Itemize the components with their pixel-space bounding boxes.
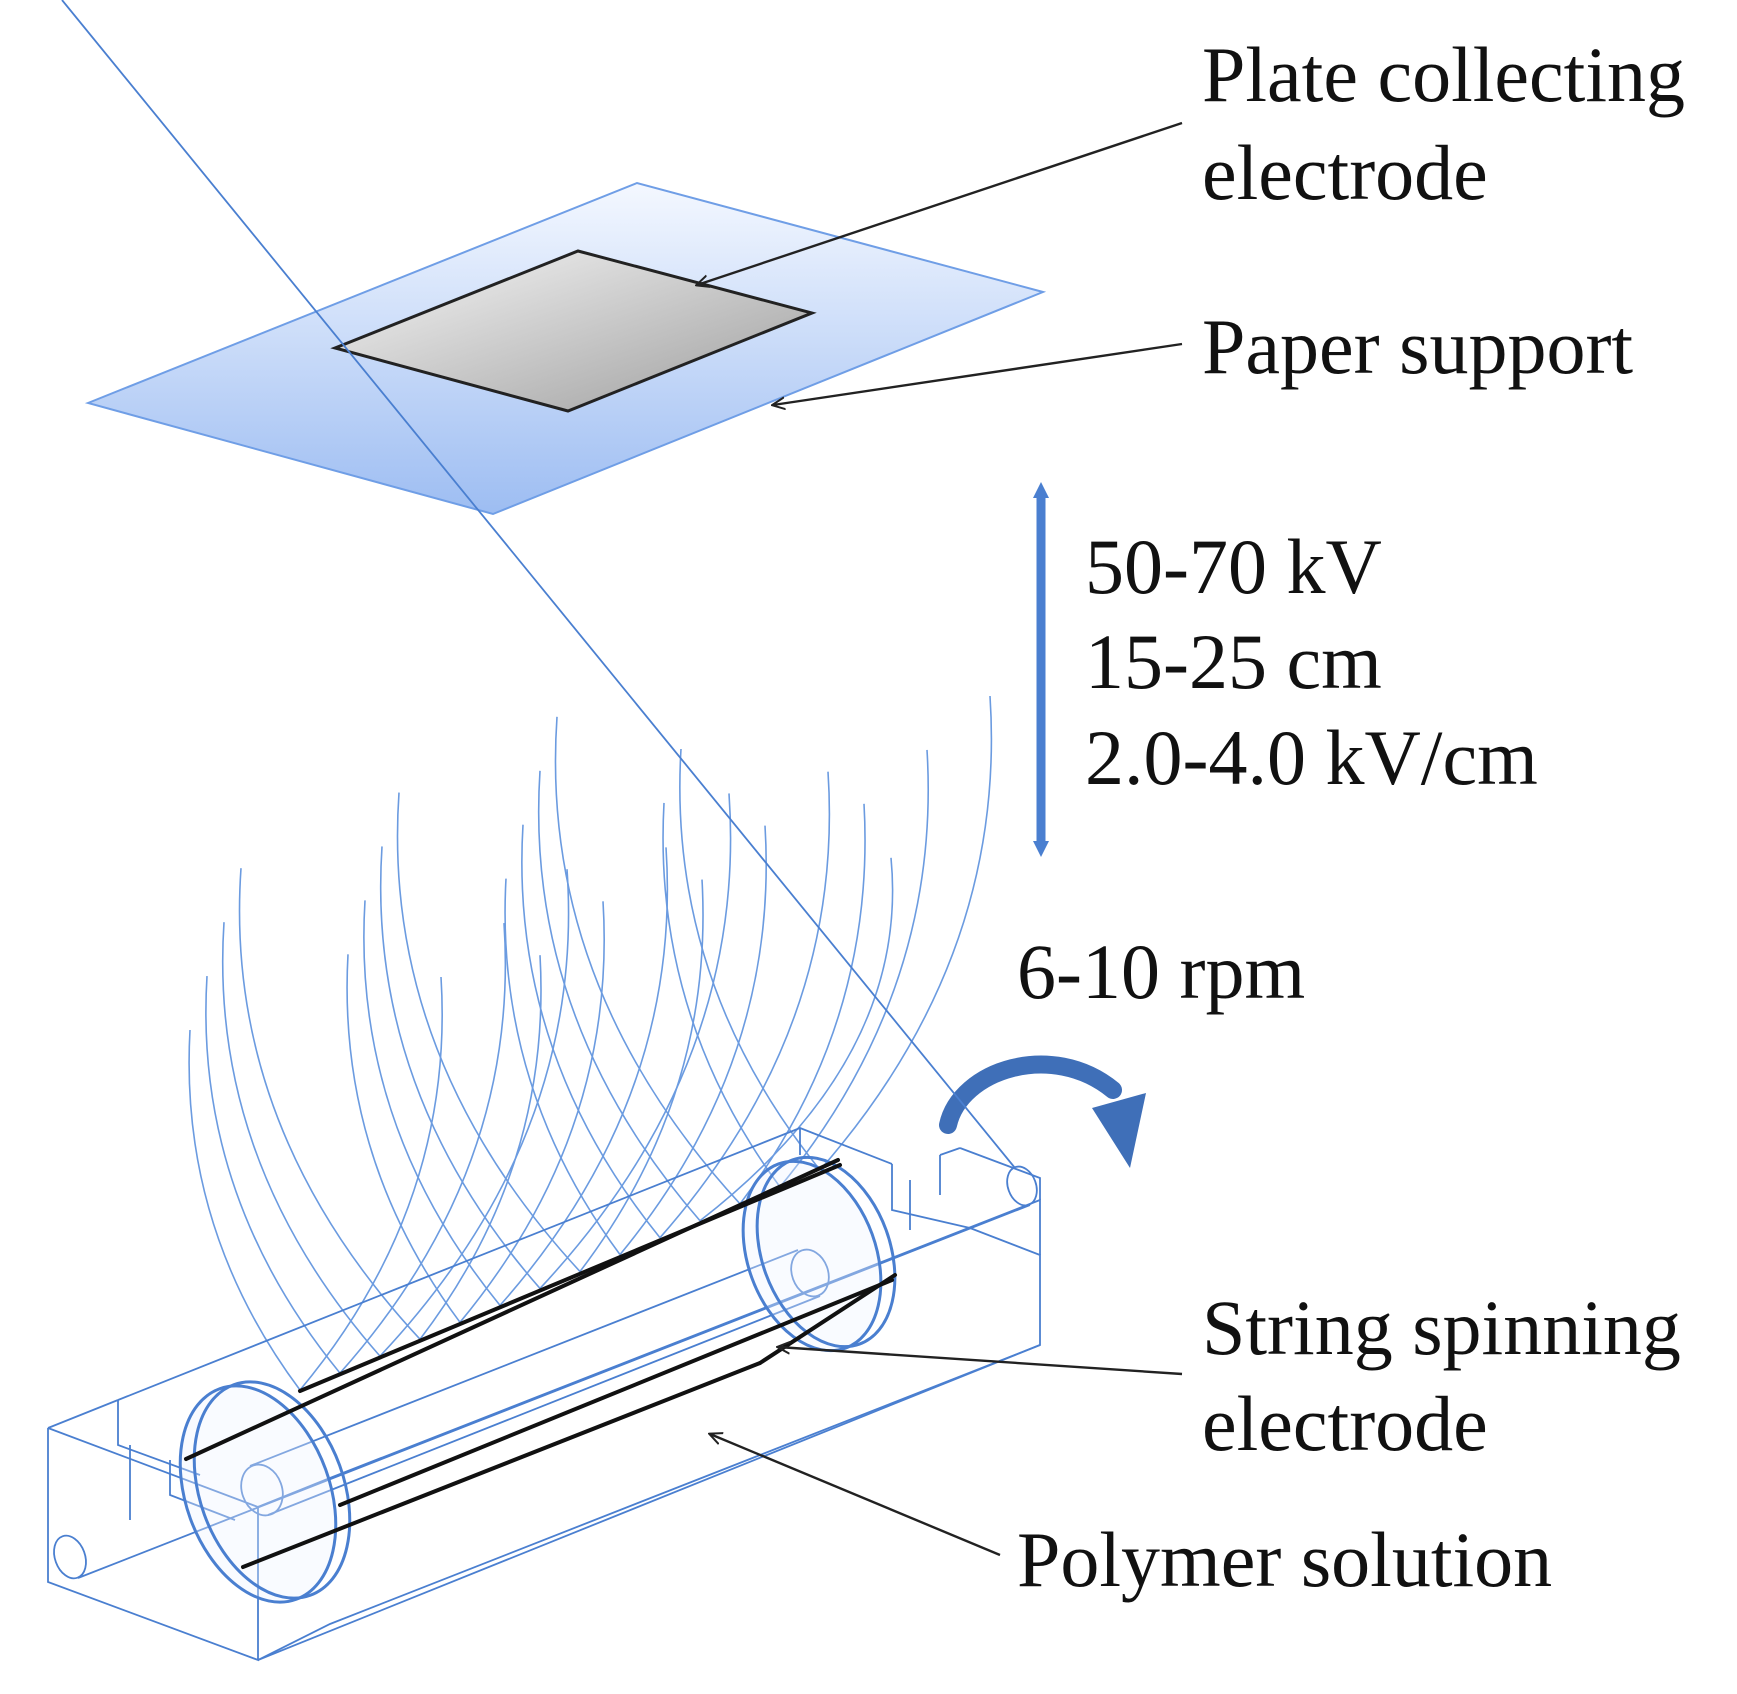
polymer-jet [221,922,381,1357]
label-string-spinning: String spinning [1202,1284,1681,1371]
polymer-jet [396,792,581,1273]
polymer-jet [779,749,930,1188]
polymer-jet [662,802,781,1188]
polymer-jet [499,847,669,1306]
polymer-jet [205,976,341,1374]
end-disc-left [178,1380,352,1604]
string-leader-line [778,1347,1183,1376]
polymer-jet [363,900,501,1306]
label-voltage: 50-70 kV [1085,523,1382,610]
polymer-jet [659,771,831,1239]
polymer-jet [459,901,605,1323]
spinning-shaft [53,0,1038,1580]
polymer-jet [699,857,894,1222]
polymer-jet [299,976,443,1391]
polymer-jet [339,923,507,1374]
plate-collecting-electrode [330,249,817,413]
polymer-jet [819,695,993,1171]
polymer-jet [521,824,661,1239]
polymer-solution-bath [47,1127,1041,1662]
label-rotation-speed: 6-10 rpm [1017,928,1305,1015]
polymer-jet [504,878,621,1256]
label-plate-electrode: electrode [1202,129,1488,216]
polymer-jet [554,716,741,1205]
paper-leader-line [773,342,1183,405]
polymer-leader-line [710,1434,1001,1557]
polymer-jet [539,793,732,1290]
plate-leader-line [697,121,1183,285]
polymer-jet [346,954,461,1323]
label-polymer-solution: Polymer solution [1017,1516,1552,1603]
polymer-jet [379,846,541,1289]
polymer-jet [537,770,701,1222]
label-paper-support: Paper support [1202,303,1633,390]
end-disc-right [741,1155,897,1353]
double-headed-arrow-icon [1033,482,1049,857]
label-plate-collecting: Plate collecting [1202,31,1685,118]
polymer-jet [579,879,704,1273]
label-field-strength: 2.0-4.0 kV/cm [1085,714,1538,801]
polymer-jet [679,748,821,1171]
polymer-jet [739,803,866,1205]
inner-cylinder [240,1248,830,1517]
polymer-jet [379,869,570,1357]
label-string-electrode: electrode [1202,1380,1488,1467]
polymer-jet [619,825,767,1256]
polymer-jets [188,695,993,1391]
curved-arrow-icon [939,1055,1146,1168]
polymer-jet [238,868,421,1340]
label-distance: 15-25 cm [1085,618,1382,705]
polymer-jet [188,1029,301,1391]
